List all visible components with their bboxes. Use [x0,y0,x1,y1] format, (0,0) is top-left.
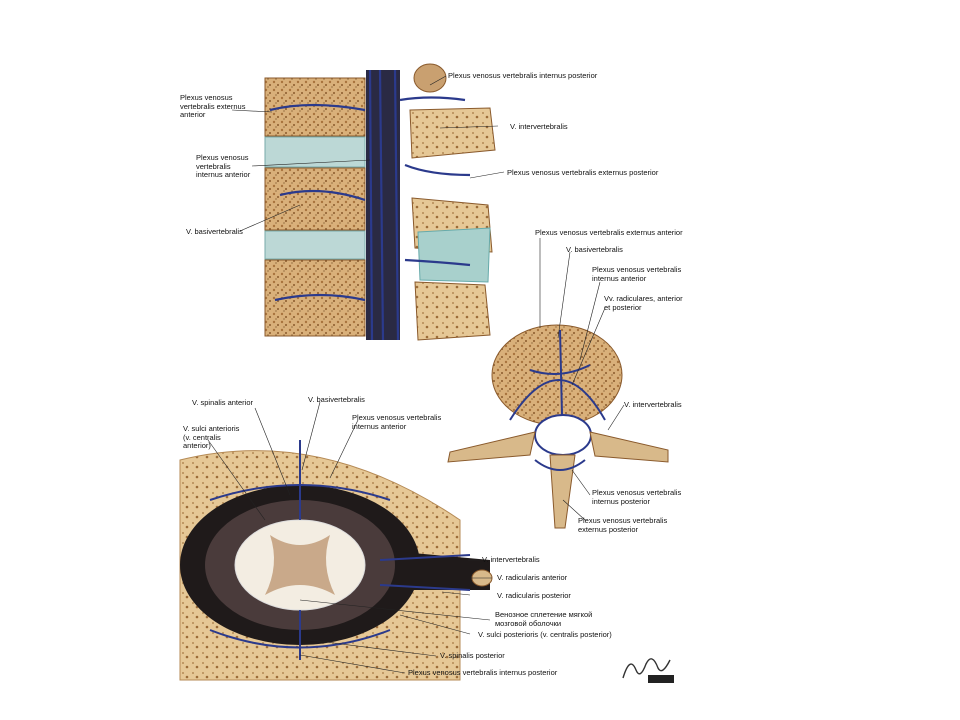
leader-lines-top [231,75,505,232]
venous-plexus-transverse [509,329,606,471]
label-plexus-externus-posterior-top: Plexus venosus vertebralis externus post… [507,168,659,177]
spinal-cord-cross-section [179,440,493,681]
label-v-radicularis-anterior: V. radicularis anterior [497,573,568,582]
vertebral-body-2 [264,167,366,231]
label-vv-radiculares: Vv. radiculares, anterior et posterior [604,294,683,312]
label-venous-plexus-pia-mater: Венозное сплетение мягкой мозговой оболо… [495,610,593,628]
vertebral-foramen [534,414,592,456]
label-plexus-internus-posterior-right: Plexus venosus vertebralis internus post… [592,488,682,506]
label-v-basivertebralis-right: V. basivertebralis [566,245,623,254]
label-plexus-externus-posterior-right: Plexus venosus vertebralis externus post… [578,516,668,534]
label-plexus-internus-posterior-top: Plexus venosus vertebralis internus post… [448,71,598,80]
label-plexus-internus-anterior-left: Plexus venosus vertebralis internus ante… [196,153,251,179]
venous-plexus-sagittal [269,69,471,341]
nerve-root-sleeve [380,550,490,590]
label-v-spinalis-anterior: V. spinalis anterior [192,398,254,407]
label-plexus-internus-anterior-bottom: Plexus venosus vertebralis internus ante… [352,413,442,431]
label-plexus-externus-anterior-right: Plexus venosus vertebralis externus ante… [535,228,683,237]
label-v-basivertebralis-bottom: V. basivertebralis [308,395,365,404]
label-v-sulci-anterioris: V. sulci anterioris (v. centralis anteri… [183,424,240,450]
label-v-spinalis-posterior: V. spinalis posterior [440,651,505,660]
label-plexus-internus-posterior-bottom: Plexus venosus vertebralis internus post… [408,668,558,677]
label-v-intervertebralis-bottom: V. intervertebralis [482,555,540,564]
netter-signature-icon [622,658,674,683]
label-v-intervertebralis-right: V. intervertebralis [624,400,682,409]
transverse-vertebra [447,324,669,529]
spinous-process-3 [414,281,491,341]
sagittal-spine-section [264,63,496,341]
articular-process-top [413,63,447,93]
leader-lines-right [539,238,625,521]
intervertebral-disc-2 [264,230,366,260]
spinous-process-1 [409,107,496,159]
venous-plexus-cross [209,440,471,660]
vertebral-body-transverse [491,324,623,426]
label-plexus-internus-anterior-right: Plexus venosus vertebralis internus ante… [592,265,682,283]
label-v-intervertebralis-top: V. intervertebralis [510,122,568,131]
transverse-process-right [589,431,669,463]
label-v-radicularis-posterior: V. radicularis posterior [497,591,571,600]
label-v-basivertebralis-left: V. basivertebralis [186,227,243,236]
spinous-process-transverse [549,454,576,529]
intervertebral-disc-1 [264,136,366,168]
leader-lines-bottom [207,401,492,674]
transverse-process-left [447,431,536,463]
label-v-sulci-posterioris: V. sulci posterioris (v. centralis poste… [478,630,612,639]
ligament-flavum [417,227,491,283]
grey-matter [265,535,335,595]
label-plexus-externus-anterior-left: Plexus venosus vertebralis externus ante… [180,93,246,119]
